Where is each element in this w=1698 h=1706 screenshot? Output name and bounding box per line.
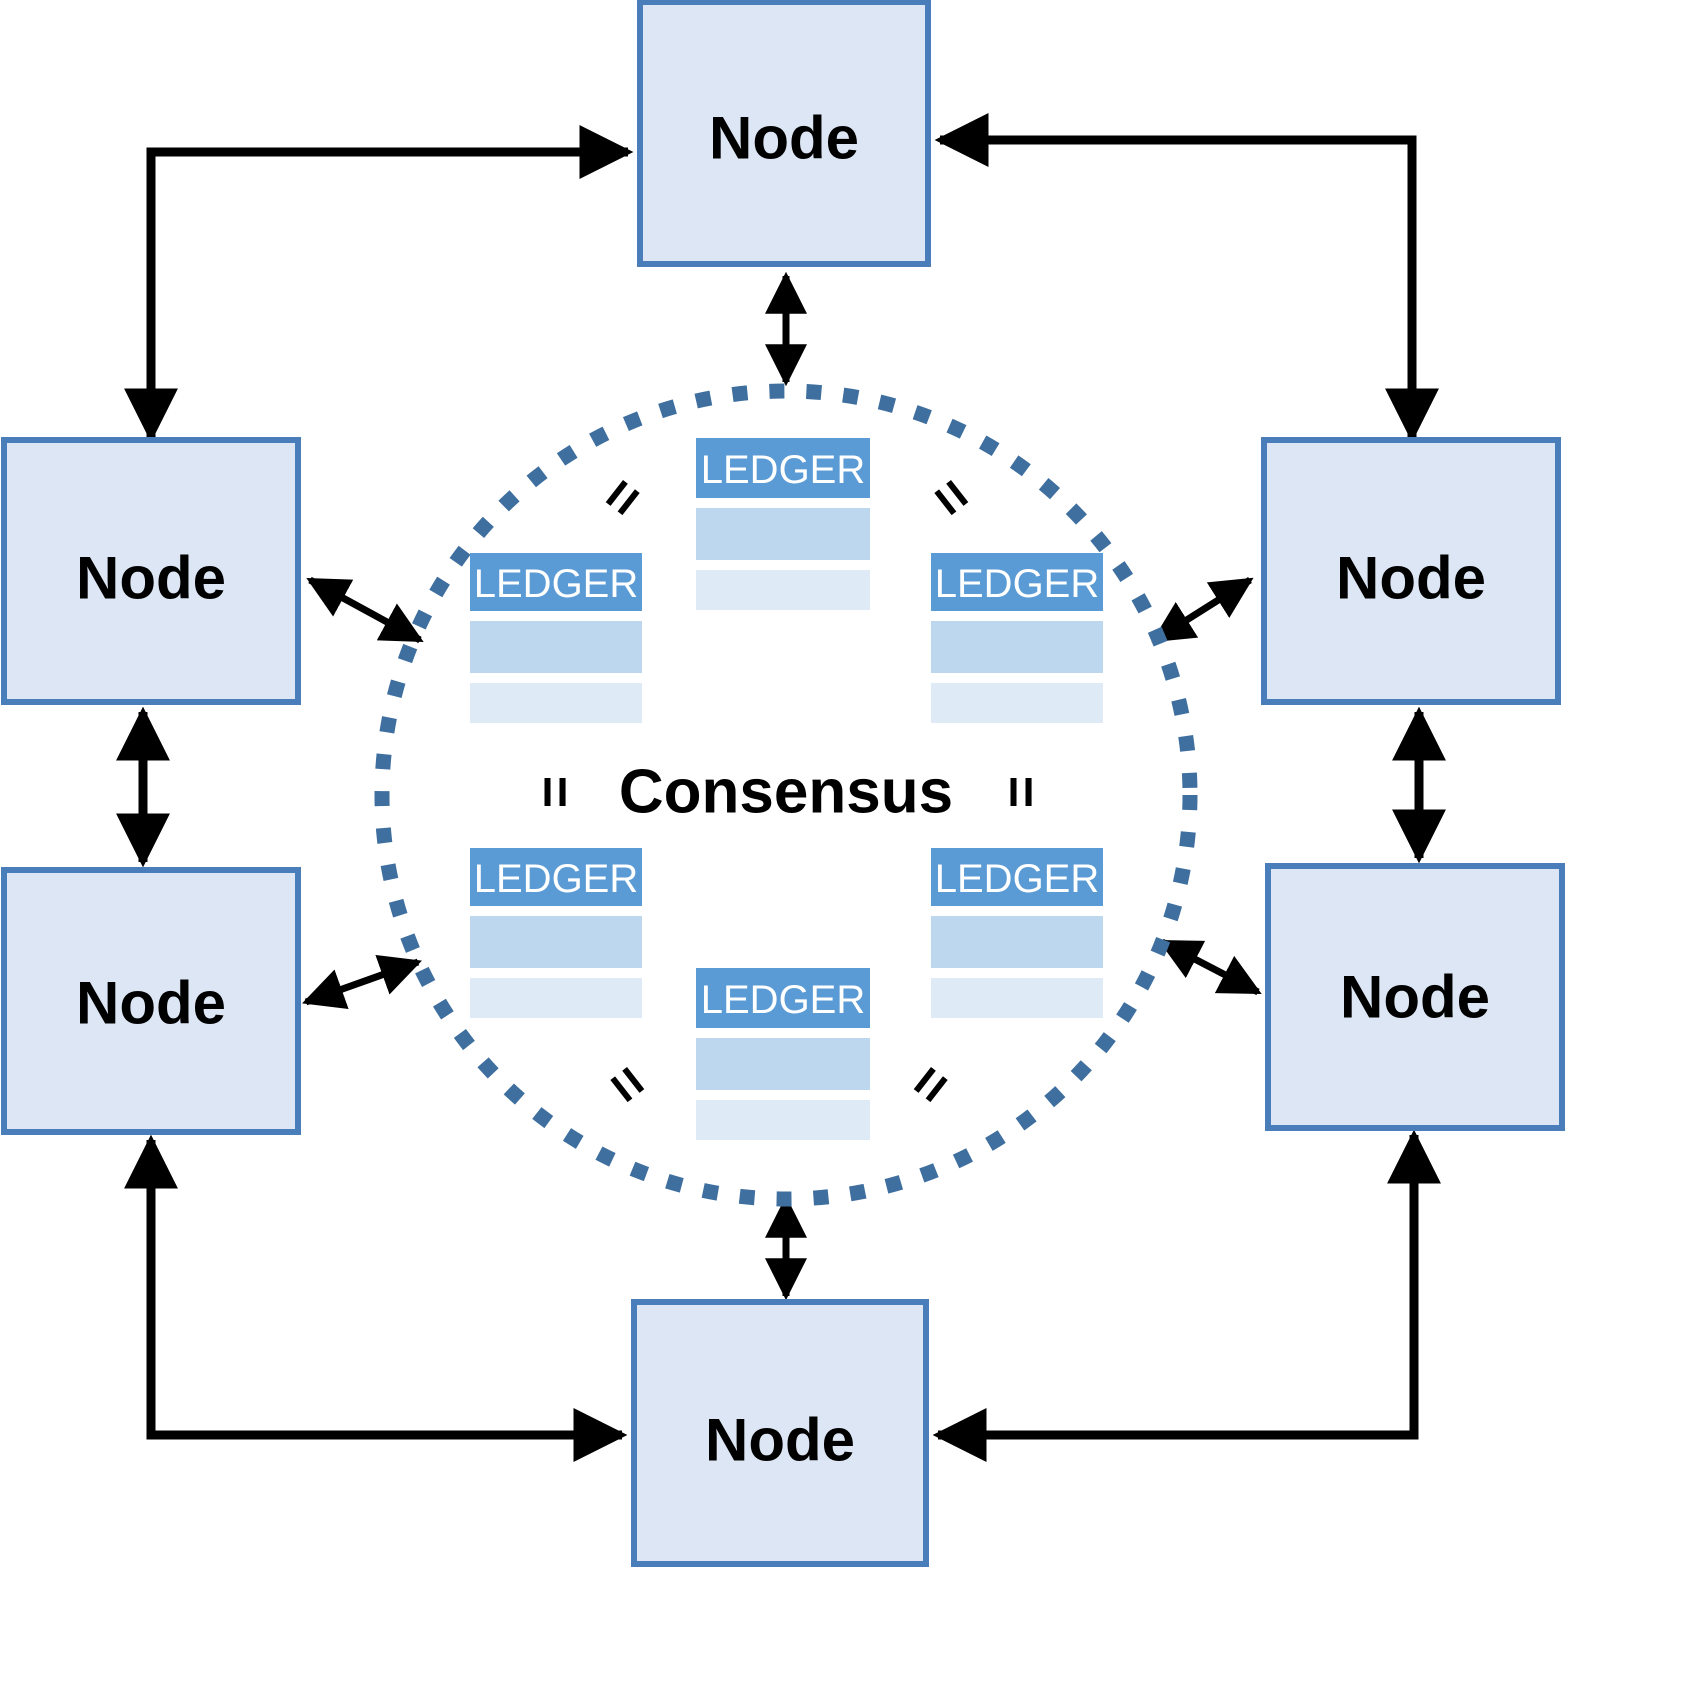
- node-left-lower-label: Node: [76, 970, 226, 1037]
- spoke-right-lower: [1158, 938, 1262, 996]
- node-right-upper-box[interactable]: [1261, 437, 1561, 705]
- ledger-upper-left-row-1: [470, 621, 642, 673]
- node-right-lower[interactable]: Node: [1265, 863, 1565, 1131]
- equals-upper-left-icon: =: [587, 465, 657, 530]
- spoke-right-upper: [1151, 577, 1254, 643]
- ledger-top-row-1: [696, 508, 870, 560]
- ledger-lower-right-label: LEDGER: [935, 857, 1100, 901]
- equals-lower-left-icon: =: [593, 1052, 663, 1117]
- equals-lower-right-icon: =: [895, 1052, 965, 1117]
- ledger-upper-right-row-2: [931, 683, 1103, 723]
- equals-mid-left-icon: =: [525, 776, 588, 809]
- connector-left-lower-to-bottom: [124, 1134, 628, 1462]
- consensus-boundary-circle: [374, 383, 1198, 1207]
- node-left-lower-box[interactable]: [1, 867, 301, 1135]
- connector-right-upper-to-top: [934, 113, 1439, 443]
- ledger-top-header[interactable]: [696, 438, 870, 498]
- ledger-lower-left-row-1: [470, 916, 642, 968]
- equals-mid-right-icon: =: [991, 776, 1054, 809]
- node-left-upper-box[interactable]: [1, 437, 301, 705]
- ledger-upper-left-label: LEDGER: [474, 562, 639, 606]
- ledger-bottom[interactable]: LEDGER: [696, 968, 870, 1140]
- ledger-upper-left[interactable]: LEDGER: [470, 553, 642, 723]
- ledger-lower-left[interactable]: LEDGER: [470, 848, 642, 1018]
- node-right-lower-box[interactable]: [1265, 863, 1565, 1131]
- ledger-lower-right-row-1: [931, 916, 1103, 968]
- connector-right-lower-to-bottom: [932, 1129, 1441, 1462]
- spoke-left-upper: [306, 576, 424, 644]
- node-bottom-label: Node: [705, 1407, 855, 1474]
- ledger-upper-left-row-2: [470, 683, 642, 723]
- ledger-upper-right-header[interactable]: [931, 553, 1103, 611]
- node-top-box[interactable]: [637, 0, 931, 267]
- node-right-upper[interactable]: Node: [1261, 437, 1561, 705]
- ledger-bottom-header[interactable]: [696, 968, 870, 1028]
- node-right-lower-label: Node: [1340, 964, 1490, 1031]
- connector-left-upper-to-top: [124, 125, 634, 443]
- ledger-lower-left-label: LEDGER: [474, 857, 639, 901]
- ledger-bottom-label: LEDGER: [701, 978, 866, 1022]
- spoke-left-lower: [302, 954, 422, 1010]
- node-left-lower[interactable]: Node: [1, 867, 301, 1135]
- node-bottom-box[interactable]: [631, 1299, 929, 1567]
- ledger-top[interactable]: LEDGER: [696, 438, 870, 610]
- equals-upper-right-icon: =: [917, 465, 987, 530]
- node-top[interactable]: Node: [637, 0, 931, 267]
- ledger-lower-left-row-2: [470, 978, 642, 1018]
- node-right-upper-label: Node: [1336, 545, 1486, 612]
- consensus-label: Consensus: [619, 758, 953, 827]
- ledger-upper-left-header[interactable]: [470, 553, 642, 611]
- outer-ring-connectors: [116, 113, 1446, 1462]
- ledger-bottom-row-1: [696, 1038, 870, 1090]
- node-left-upper[interactable]: Node: [1, 437, 301, 705]
- node-top-label: Node: [709, 105, 859, 172]
- ledger-lower-right[interactable]: LEDGER: [931, 848, 1103, 1018]
- ledger-upper-right-row-1: [931, 621, 1103, 673]
- node-bottom[interactable]: Node: [631, 1299, 929, 1567]
- node-left-upper-label: Node: [76, 545, 226, 612]
- ledger-top-label: LEDGER: [701, 448, 866, 492]
- ledger-lower-left-header[interactable]: [470, 848, 642, 906]
- ledger-top-row-2: [696, 570, 870, 610]
- ledger-upper-right-label: LEDGER: [935, 562, 1100, 606]
- ledger-bottom-row-2: [696, 1100, 870, 1140]
- ledger-lower-right-row-2: [931, 978, 1103, 1018]
- ledger-upper-right[interactable]: LEDGER: [931, 553, 1103, 723]
- ledger-lower-right-header[interactable]: [931, 848, 1103, 906]
- center-spoke-connectors: [302, 271, 1262, 1301]
